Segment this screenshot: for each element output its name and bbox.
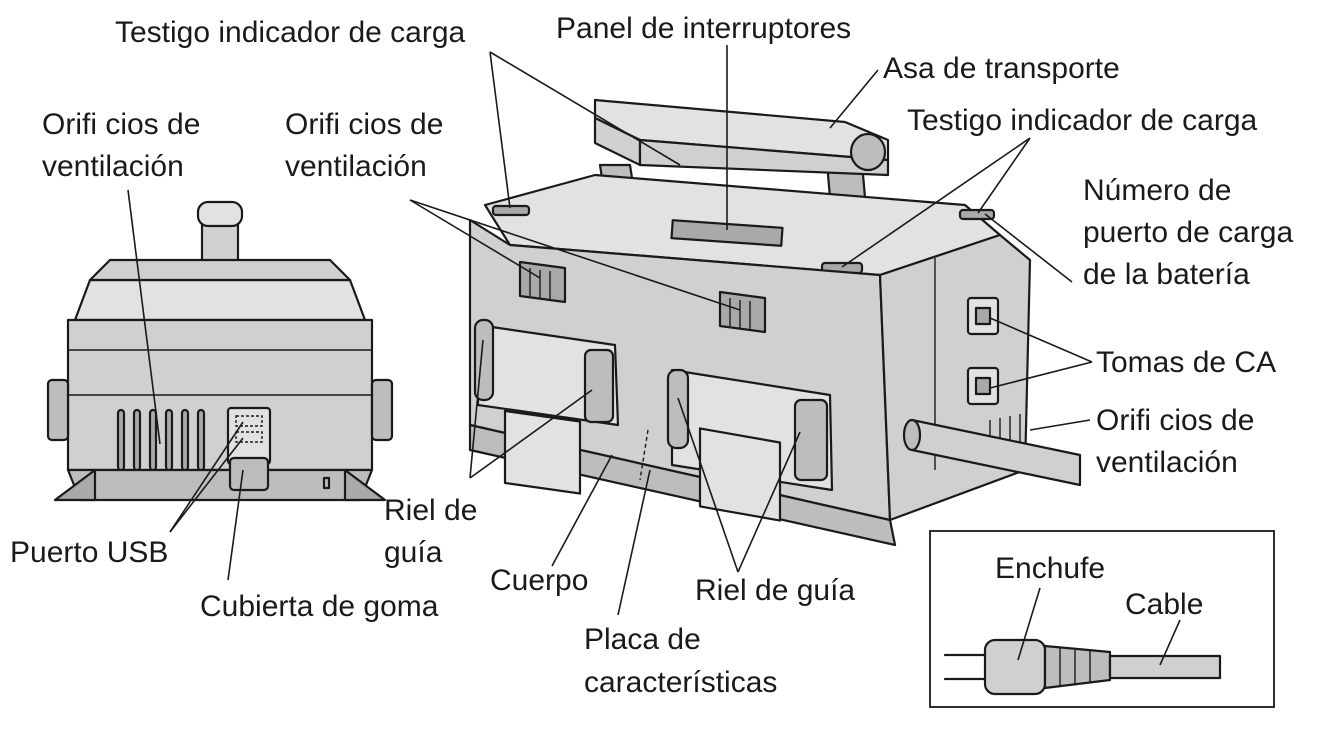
battery-port-right	[666, 368, 834, 522]
label-vents-left-line2: ventilación	[42, 150, 184, 183]
battery-port-left	[473, 318, 620, 495]
label-body: Cuerpo	[490, 564, 588, 597]
label-guide-rail-right: Riel de guía	[695, 574, 855, 607]
label-charge-indicator-right: Testigo indicador de carga	[907, 104, 1258, 137]
leader-lines	[127, 45, 1181, 666]
label-charge-indicator-left: Testigo indicador de carga	[115, 16, 466, 49]
label-rubber-cover: Cubierta de goma	[200, 590, 439, 623]
label-rating-plate-line1: Placa de	[584, 623, 701, 656]
label-switch-panel: Panel de interruptores	[556, 12, 851, 45]
label-vents-mid-line2: ventilación	[285, 150, 427, 183]
plug-shape	[943, 638, 1112, 696]
usb-port-block	[226, 406, 272, 492]
label-vents-left-line1: Orifi cios de	[42, 108, 200, 141]
label-port-number-line3: de la batería	[1083, 258, 1250, 291]
charge-indicator-left-shape	[491, 204, 531, 217]
labels: Testigo indicador de carga Panel de inte…	[10, 12, 1293, 699]
label-port-number-line1: Número de	[1083, 174, 1231, 207]
label-rating-plate-line2: características	[584, 666, 777, 699]
label-usb-port: Puerto USB	[10, 536, 168, 569]
label-guide-rail-left-line2: guía	[384, 536, 443, 569]
label-plug: Enchufe	[995, 552, 1105, 585]
label-cable: Cable	[1125, 588, 1203, 621]
charge-indicator-right-shape	[958, 208, 996, 221]
label-ac-outlets: Tomas de CA	[1096, 346, 1276, 379]
label-vents-mid-line1: Orifi cios de	[285, 108, 443, 141]
label-vents-right-line2: ventilación	[1096, 446, 1238, 479]
label-guide-rail-left-line1: Riel de	[384, 494, 477, 527]
plug-inset	[929, 530, 1275, 708]
label-carry-handle: Asa de transporte	[883, 52, 1120, 85]
label-port-number-line2: puerto de carga	[1083, 216, 1293, 249]
cable-shape	[1108, 654, 1222, 680]
side-vents	[116, 408, 206, 472]
side-view-charger	[46, 200, 394, 502]
label-vents-right-line1: Orifi cios de	[1096, 404, 1254, 437]
